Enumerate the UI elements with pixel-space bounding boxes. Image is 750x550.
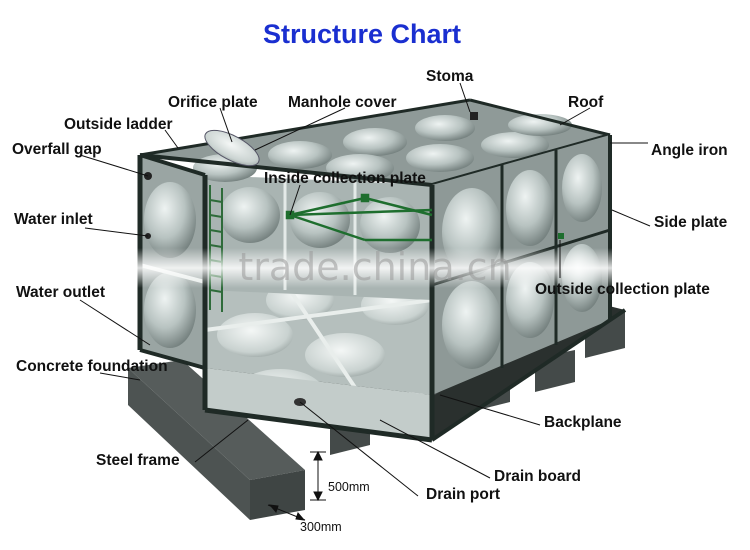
label-overfall-gap: Overfall gap	[12, 141, 102, 158]
label-roof: Roof	[568, 94, 604, 111]
drain-board	[205, 368, 432, 440]
label-stoma: Stoma	[426, 68, 474, 85]
label-steel-frame: Steel frame	[96, 452, 180, 469]
label-water-outlet: Water outlet	[16, 284, 105, 301]
manhole-cover	[204, 129, 260, 167]
inside-collection-plate	[285, 193, 433, 242]
label-angle-iron: Angle iron	[651, 142, 728, 159]
label-inside-collection-plate: Inside collection plate	[264, 170, 426, 187]
label-drain-board: Drain board	[494, 468, 581, 485]
dimension-height: 500mm	[328, 480, 370, 494]
label-orifice-plate: Orifice plate	[168, 94, 258, 111]
outside-collection-plate	[558, 233, 564, 239]
leader-lines	[79, 82, 651, 497]
label-water-inlet: Water inlet	[14, 211, 93, 228]
label-concrete-foundation: Concrete foundation	[16, 358, 168, 375]
watermark-text: trade.china.cn	[238, 245, 511, 289]
page-title: Structure Chart	[263, 19, 461, 49]
stoma	[470, 112, 478, 120]
label-drain-port: Drain port	[426, 486, 500, 503]
dimension-markers	[267, 450, 326, 521]
dimension-width: 300mm	[300, 520, 342, 534]
watermark: trade.china.cn	[0, 245, 750, 289]
label-outside-collection-plate: Outside collection plate	[535, 281, 710, 298]
label-manhole-cover: Manhole cover	[288, 94, 397, 111]
labels: Stoma Orifice plate Manhole cover Roof O…	[12, 68, 728, 534]
label-side-plate: Side plate	[654, 214, 728, 231]
label-outside-ladder: Outside ladder	[64, 116, 173, 133]
label-backplane: Backplane	[544, 414, 622, 431]
